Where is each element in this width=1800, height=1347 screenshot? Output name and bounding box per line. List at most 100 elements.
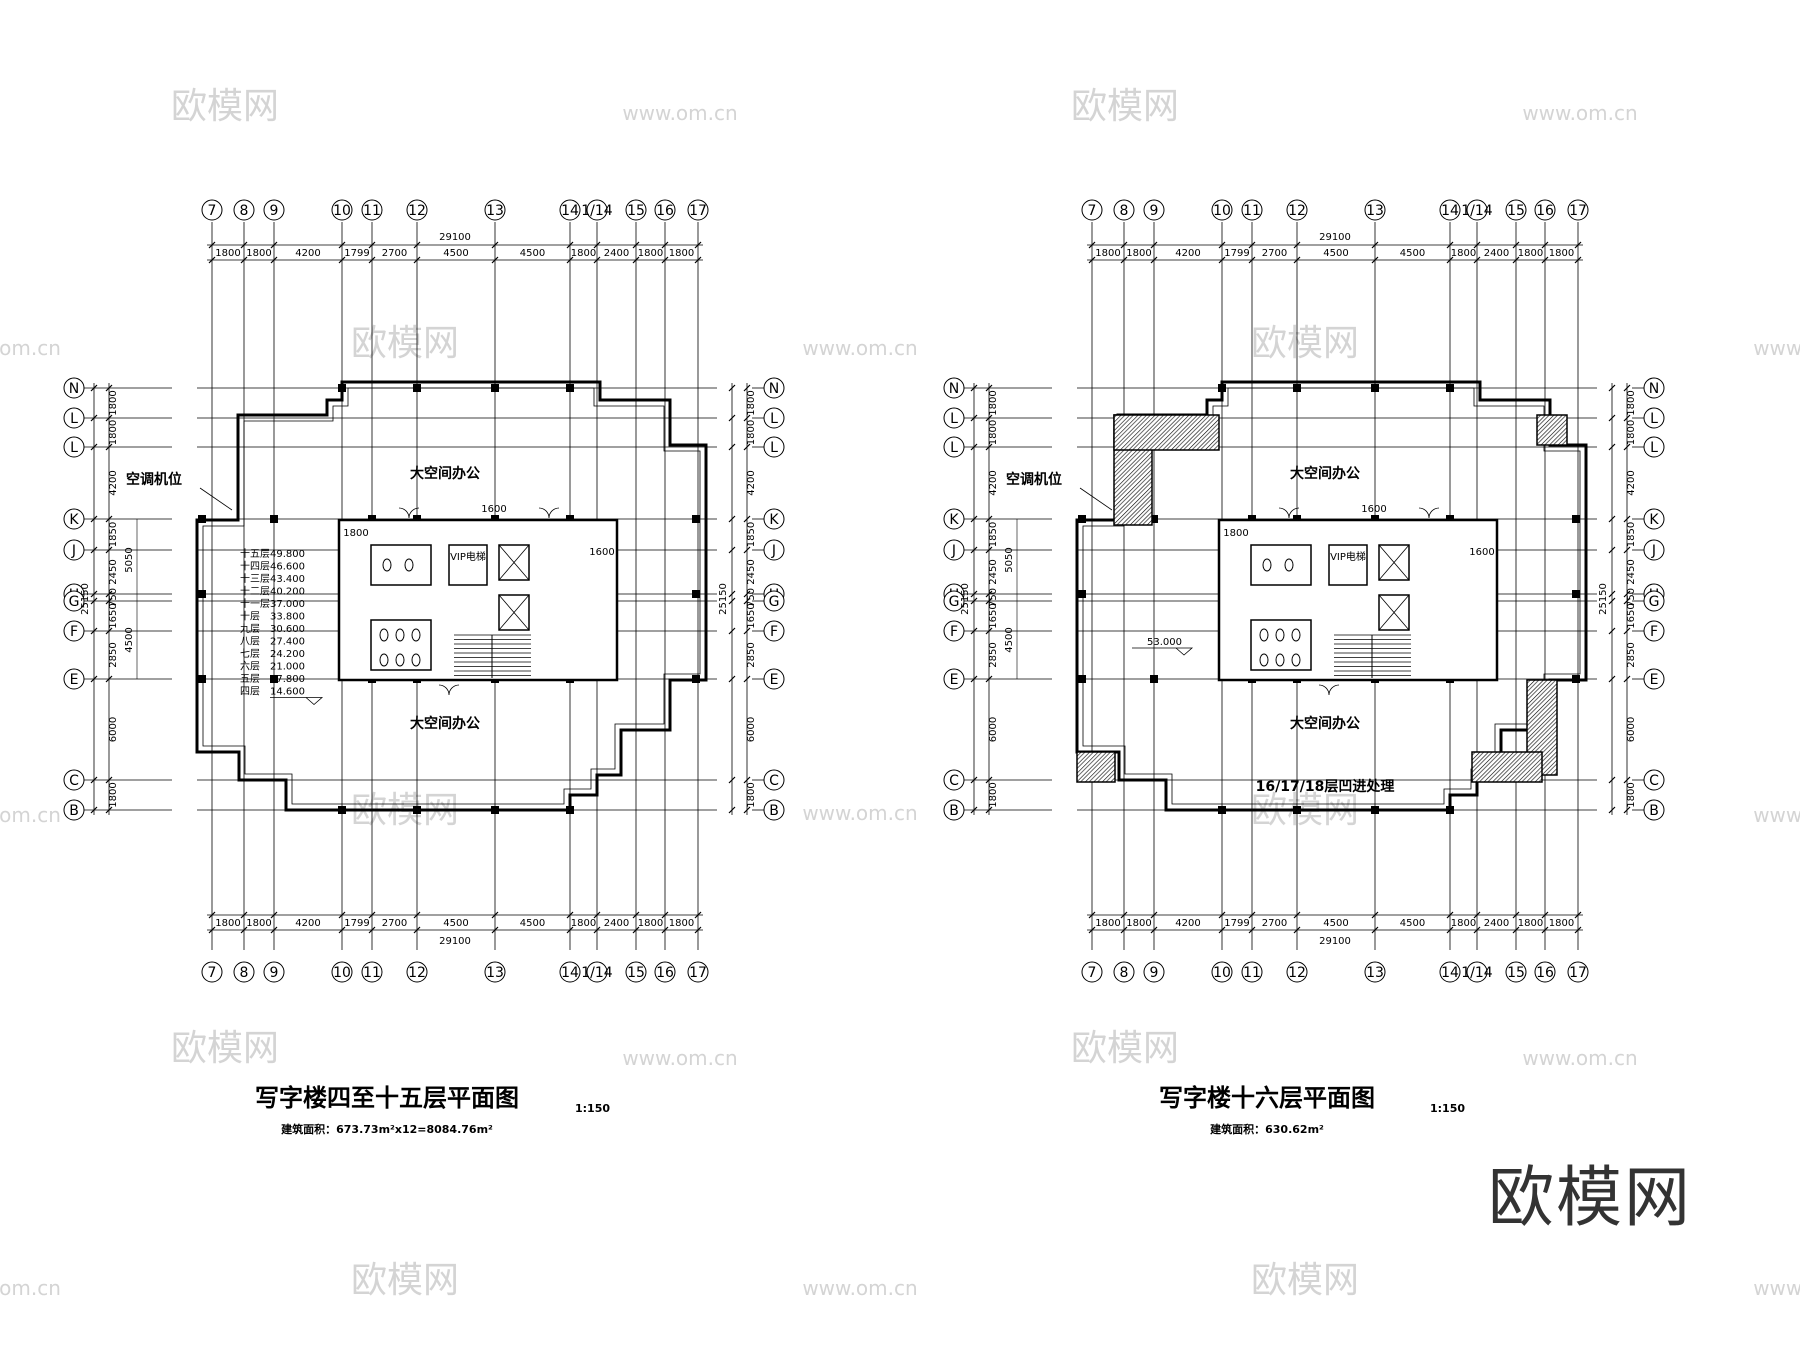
axis-bubble	[233, 199, 255, 221]
dim-label: 1850	[746, 522, 757, 547]
axis-bubble	[1286, 199, 1308, 221]
dim-tick	[1446, 926, 1454, 934]
dim-tick	[1623, 414, 1631, 422]
axis-bubble	[1505, 961, 1527, 983]
door-swing	[398, 507, 420, 519]
dim-tick	[694, 911, 702, 919]
dim-label: 2400	[604, 248, 629, 259]
dim-label: 4200	[1626, 470, 1637, 495]
toilet-fixture	[395, 653, 405, 667]
recess-hatch	[1113, 414, 1220, 451]
dim-label: 1850	[1626, 522, 1637, 547]
axis-label-col: 1/14	[581, 203, 613, 219]
axis-label-row: C	[69, 773, 79, 789]
axis-label-col: 17	[689, 965, 707, 981]
toilet-fixture	[411, 628, 421, 642]
room-label-bottom: 大空间办公	[1290, 715, 1360, 732]
watermark-logo: 欧模网	[1251, 323, 1359, 364]
dim-label: 1800	[571, 918, 596, 929]
dim-tick	[1446, 911, 1454, 919]
axis-bubble	[559, 961, 581, 983]
dim-label: 1800	[1549, 248, 1574, 259]
toilet-fixture	[411, 653, 421, 667]
dim-label: 2450	[108, 559, 119, 584]
dim-label: 1600	[1469, 547, 1494, 558]
structural-column	[198, 675, 206, 683]
axis-label-col: 1/14	[581, 965, 613, 981]
axis-label-row: B	[769, 803, 779, 819]
dim-tick	[90, 414, 98, 422]
axis-bubble	[763, 539, 785, 561]
dim-tick	[743, 675, 751, 683]
watermark-logo: 欧模网	[171, 86, 279, 127]
elevator-vip	[448, 544, 488, 586]
dim-label: 4200	[295, 248, 320, 259]
level-label: 十四层	[240, 560, 270, 573]
dim-label: 1650	[746, 603, 757, 628]
axis-label-col: 15	[627, 203, 645, 219]
dim-tick	[1541, 241, 1549, 249]
watermark-url: www.om.cn	[1522, 1046, 1637, 1070]
dim-tick	[105, 515, 113, 523]
axis-bubble	[654, 199, 676, 221]
axis-label-row: B	[1649, 803, 1659, 819]
plan-scale: 1:150	[1430, 1102, 1465, 1115]
dim-tick	[1608, 776, 1616, 784]
dim-tick	[743, 384, 751, 392]
level-value: 49.800	[270, 549, 305, 560]
dim-tick	[632, 256, 640, 264]
dim-tick	[743, 627, 751, 635]
dim-tick	[743, 546, 751, 554]
dim-tick	[985, 597, 993, 605]
dim-tick	[743, 776, 751, 784]
dim-label: 1800	[1095, 918, 1120, 929]
dim-tick	[661, 256, 669, 264]
axis-bubble	[1113, 961, 1135, 983]
level-value: 24.200	[270, 649, 305, 660]
dim-tick	[491, 256, 499, 264]
dim-tick	[593, 256, 601, 264]
dim-label: 2400	[1484, 918, 1509, 929]
plan-title: 写字楼四至十五层平面图	[255, 1084, 519, 1112]
axis-bubble	[1643, 590, 1665, 612]
axis-bubble	[586, 199, 608, 221]
level-value: 46.600	[270, 562, 305, 573]
dim-label: 750	[1626, 588, 1637, 607]
dim-label: 1800	[988, 420, 999, 445]
axis-label-row: E	[1650, 672, 1659, 688]
dim-tick	[90, 776, 98, 784]
dim-label: 4500	[520, 248, 545, 259]
dim-tick	[970, 590, 978, 598]
dim-label: 4500	[1004, 627, 1015, 652]
dim-tick	[743, 515, 751, 523]
dim-tick	[90, 806, 98, 814]
axis-bubble	[361, 199, 383, 221]
axis-bubble	[1241, 199, 1263, 221]
dim-tick	[1574, 241, 1582, 249]
toilet-fixture	[1291, 653, 1301, 667]
level-value: 40.200	[270, 587, 305, 598]
axis-bubble	[1643, 436, 1665, 458]
dim-tick	[632, 911, 640, 919]
axis-label-col: 11	[1243, 965, 1261, 981]
axis-bubble	[1643, 620, 1665, 642]
dim-label: 6000	[988, 717, 999, 742]
structural-column	[198, 590, 206, 598]
axis-label-col: 8	[1120, 203, 1129, 219]
dim-tick	[1608, 414, 1616, 422]
dim-tick	[1150, 241, 1158, 249]
level-marker	[1132, 647, 1194, 656]
dim-label: 1800	[988, 390, 999, 415]
watermark-logo: 欧模网	[171, 1028, 279, 1069]
dim-label: 4200	[108, 470, 119, 495]
axis-bubble	[331, 199, 353, 221]
toilet-room	[370, 544, 432, 586]
level-label: 五层	[240, 673, 260, 685]
axis-bubble	[263, 961, 285, 983]
dim-label: 1800	[246, 918, 271, 929]
axis-label-col: 14	[1441, 965, 1459, 981]
dim-label: 1600	[481, 504, 506, 515]
dim-tick	[970, 776, 978, 784]
dim-tick	[368, 241, 376, 249]
floor-plan-a: 778899101011111212131314141/141/14151516…	[63, 199, 785, 1136]
